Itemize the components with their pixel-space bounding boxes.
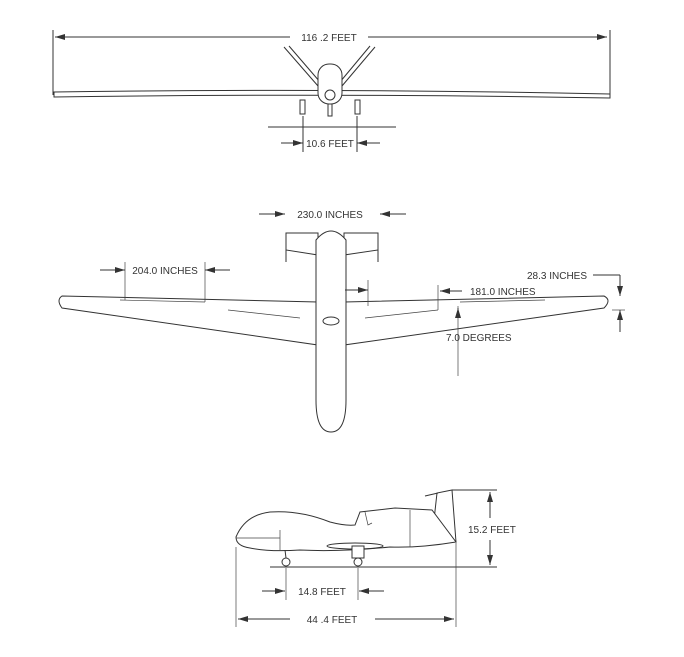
track-label: 10.6 FEET — [306, 139, 354, 150]
top-fuselage — [315, 230, 347, 433]
dihedral-height-label: 28.3 INCHES — [527, 271, 587, 282]
front-view: 116 .2 FEET 10.6 FEET — [52, 30, 611, 152]
side-fuselage — [235, 507, 457, 552]
side-view: 15.2 FEET 14.8 FEET 44 .4 FEET — [235, 489, 516, 627]
flap-label: 204.0 INCHES — [132, 266, 198, 277]
span-label: 116 .2 FEET — [301, 33, 356, 44]
angle-label: 7.0 DEGREES — [446, 333, 512, 344]
front-fuselage — [317, 63, 343, 105]
height-label: 15.2 FEET — [468, 525, 516, 536]
tail-span-label: 230.0 INCHES — [297, 210, 363, 221]
aileron-label: 181.0 INCHES — [470, 287, 536, 298]
length-label: 44 .4 FEET — [307, 615, 358, 626]
top-view: 230.0 INCHES 204.0 INCHES 181.0 INCHES 2… — [58, 210, 625, 433]
right-wing — [343, 295, 609, 346]
wheelbase-label: 14.8 FEET — [298, 587, 346, 598]
left-wing — [58, 295, 319, 346]
